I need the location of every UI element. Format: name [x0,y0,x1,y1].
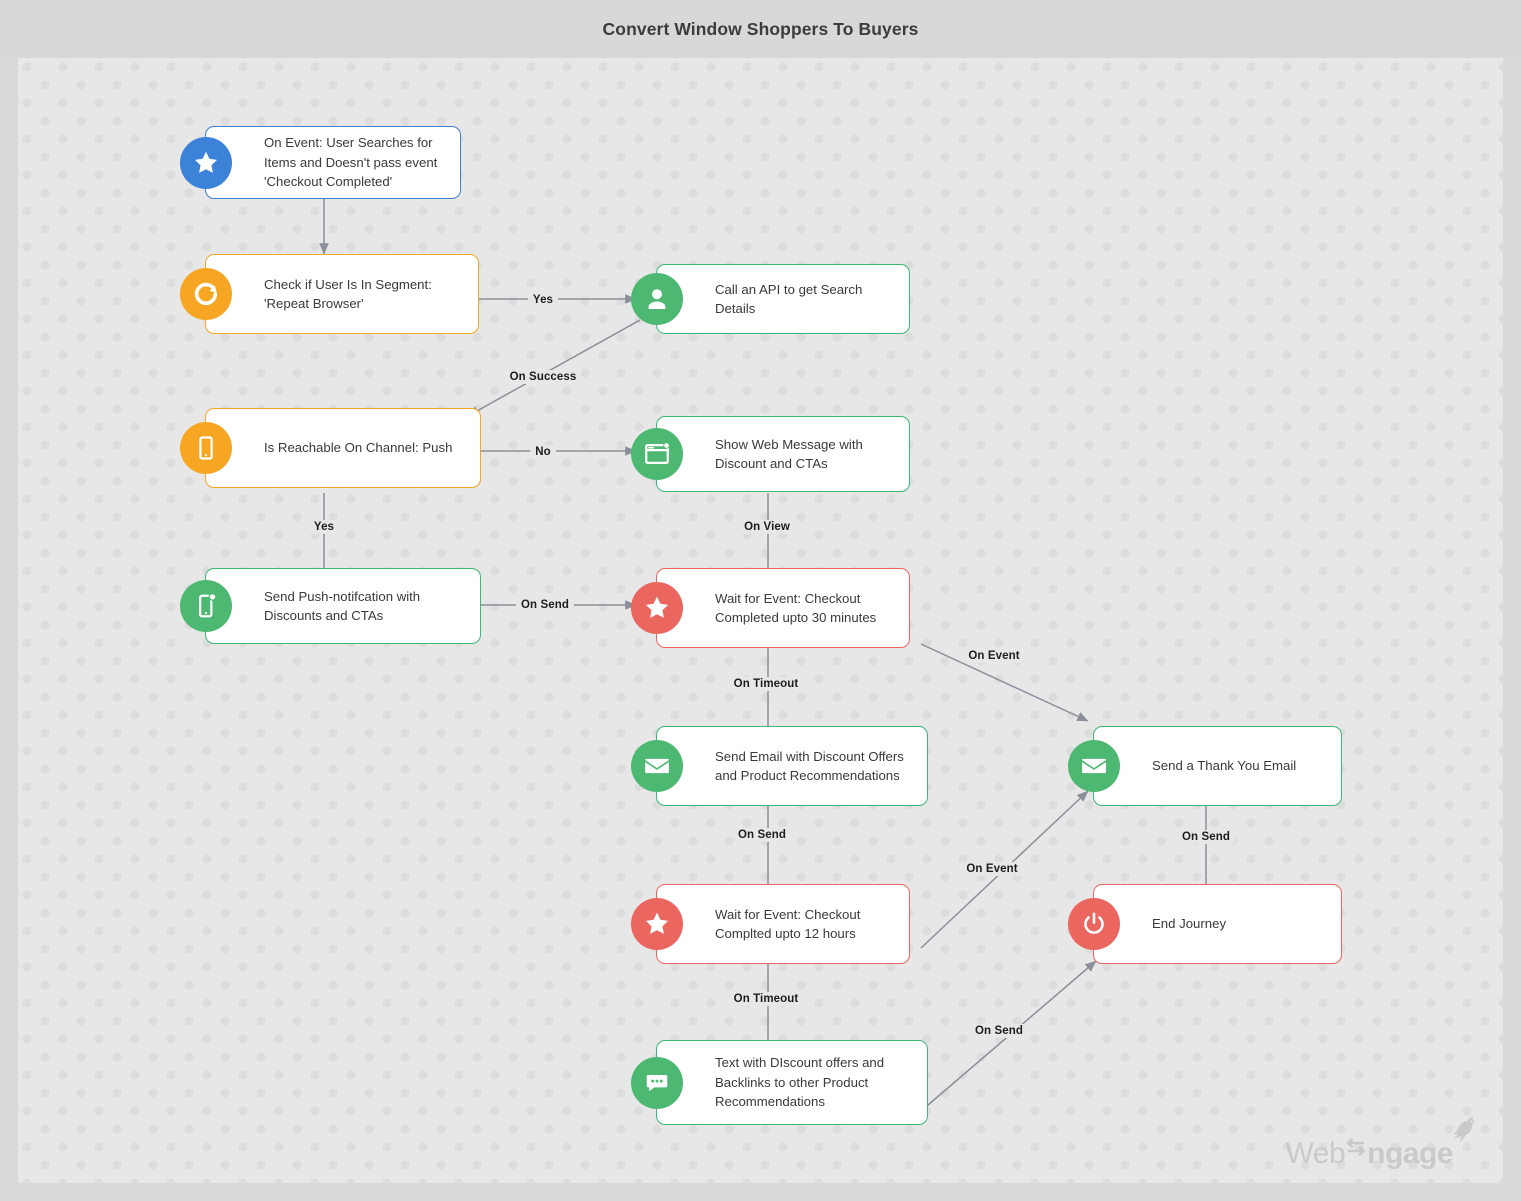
envelope-icon [631,740,683,792]
edge-label-api-on-success: On Success [504,370,582,384]
node-end-journey[interactable]: End Journey [1068,884,1342,964]
node-thank-you-email[interactable]: Send a Thank You Email [1068,726,1342,806]
edge-label-wait12-on-timeout: On Timeout [728,992,804,1006]
logo-text-web: Web [1285,1137,1346,1170]
node-web-message[interactable]: Show Web Message with Discount and CTAs [631,416,910,492]
node-wait-12hrs[interactable]: Wait for Event: Checkout Complted upto 1… [631,884,910,964]
edge-label-reachable-yes: Yes [308,520,340,534]
edge-label-reachable-no: No [530,445,556,459]
push-notification-icon [180,580,232,632]
logo-e-glyph [1345,1133,1367,1163]
node-label: Is Reachable On Channel: Push [264,440,453,456]
node-send-text[interactable]: Text with DIscount offers and Backlinks … [631,1040,928,1125]
node-label: Send a Thank You Email [1152,758,1297,774]
node-label: End Journey [1152,916,1227,932]
power-icon [1068,898,1120,950]
edge-label-wait30-on-timeout: On Timeout [728,677,804,691]
node-send-email-discount[interactable]: Send Email with Discount Offers and Prod… [631,726,928,806]
edge-label-wait30-on-event: On Event [963,649,1025,663]
user-icon [631,273,683,325]
node-label: Wait for Event: Checkout Complted upto 1… [715,906,861,942]
star-icon [631,582,683,634]
logo-text-ngage: ngage [1367,1137,1453,1170]
node-label: Call an API to get Search Details [715,281,863,317]
node-trigger[interactable]: On Event: User Searches for Items and Do… [180,126,461,199]
star-icon [631,898,683,950]
node-label: Send Email with Discount Offers and Prod… [715,748,904,784]
segment-icon [180,268,232,320]
node-label: Check if User Is In Segment: 'Repeat Bro… [264,276,432,312]
node-reachable-push[interactable]: Is Reachable On Channel: Push [180,408,481,488]
node-label: Wait for Event: Checkout Completed upto … [715,590,877,626]
webengage-logo: Web ngage [1285,1114,1481,1169]
logo-wordmark: Web ngage [1285,1133,1453,1169]
bird-icon [1447,1114,1481,1153]
mobile-icon [180,422,232,474]
node-label: Send Push-notifcation with Discounts and… [264,588,421,624]
edge-label-thanks-on-send: On Send [1177,830,1235,844]
node-segment-check[interactable]: Check if User Is In Segment: 'Repeat Bro… [180,254,479,334]
node-label: Text with DIscount offers and Backlinks … [715,1055,885,1110]
node-send-push[interactable]: Send Push-notifcation with Discounts and… [180,568,481,644]
edge-label-text-on-send: On Send [970,1024,1028,1038]
star-icon [180,136,232,189]
node-wait-30min[interactable]: Wait for Event: Checkout Completed upto … [631,568,910,648]
browser-window-icon [631,428,683,480]
edge-label-webmsg-on-view: On View [739,520,795,534]
sms-icon [631,1056,683,1109]
node-label: On Event: User Searches for Items and Do… [264,135,438,190]
node-call-api[interactable]: Call an API to get Search Details [631,264,910,334]
page-title: Convert Window Shoppers To Buyers [602,18,919,39]
edge-label-email-on-send: On Send [733,828,791,842]
edge-label-push-on-send: On Send [516,598,574,612]
titlebar: Convert Window Shoppers To Buyers [0,0,1521,58]
edge-label-segment-yes: Yes [527,293,559,307]
journey-canvas[interactable]: Yes On Success No Yes On View On Send On… [18,58,1503,1183]
edge-api-to-reachable [467,319,641,417]
edge-label-wait12-on-event: On Event [961,862,1023,876]
envelope-icon [1068,740,1120,792]
node-label: Show Web Message with Discount and CTAs [715,436,863,472]
